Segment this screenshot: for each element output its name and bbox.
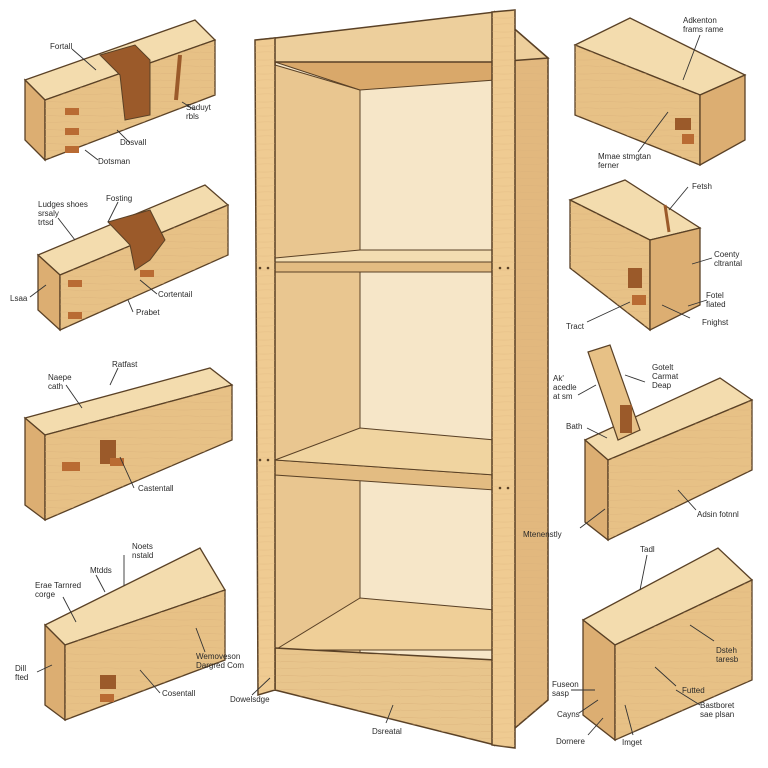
label-top-left-3: Dotsman [98,157,131,166]
label-mid-right-1-4: Tract [566,322,584,331]
label-bottom-left-1: Noets nstald [132,542,154,560]
joint-block-bottom-left [43,547,226,722]
shelf-left-inner-side [274,64,361,691]
label-top-right-1: Adkenton frams rame [683,16,724,34]
label-bottom-right-8: Imget [622,738,643,747]
joint-block-top-left [23,19,217,162]
label-bottom-right-4: Fuseon sasp [552,680,579,698]
label-bottom-left-3: Erae Tarnred corge [35,581,82,599]
joint-block-mid-right-2 [583,344,754,542]
joint-block-mid-left-2 [23,367,234,522]
bookshelf [254,9,550,749]
label-bottom-right-5: Cayns [557,710,580,719]
label-mid-left-1-5: Prabet [136,308,160,317]
joint-block-top-right [573,17,747,167]
label-bottom-left-4: Dill fted [15,664,29,682]
label-bottom-right-3: Futted [682,686,705,695]
label-bottom-left-5: Wemoveson Dargred Com [196,652,245,670]
label-mid-left-1-1: Ludges shoes srsaly trtsd [38,200,88,227]
label-bottom-left-2: Mtdds [90,566,112,575]
label-mid-right-1-1: Fetsh [692,182,713,191]
leader-lines [29,34,715,736]
label-mid-right-2-2: Ak' acedle at sm [553,374,577,401]
label-shelf-bottom-center: Dsreatal [372,727,402,736]
joint-block-mid-left-1 [36,184,230,332]
label-mid-right-2-5: Adsin fotnnl [697,510,739,519]
label-bottom-left-6: Cosentall [162,689,196,698]
label-shelf-bottom-left: Dowelsdge [230,695,270,704]
label-bottom-right-1: Tadl [640,545,655,554]
label-mid-right-2-3: Bath [566,422,583,431]
label-mid-left-2-2: Naepe cath [48,373,72,391]
label-mid-left-1-3: Lsaa [10,294,28,303]
label-mid-right-1-2: Coenty cltrantal [714,250,743,268]
label-bottom-right-6: Dornere [556,737,585,746]
shelf-board-upper [274,261,496,273]
label-mid-right-1-5: Fnighst [702,318,729,327]
label-top-left-4: Saduyt rbls [186,103,211,121]
label-bottom-right-7: Bastboret sae plsan [700,701,735,719]
label-mid-left-2-3: Castentall [138,484,174,493]
label-mid-right-2-1: Gotelt Carmat Deap [652,363,679,390]
label-top-left-2: Dosvall [120,138,147,147]
label-mid-right-2-4: Mtenenstly [523,530,562,539]
label-top-left-1: Fortall [50,42,73,51]
label-mid-left-1-4: Cortentail [158,290,193,299]
label-top-right-2: Mmae stmgtan ferner [598,152,651,170]
label-mid-left-1-2: Fosting [106,194,133,203]
label-mid-left-2-1: Ratfast [112,360,138,369]
label-bottom-right-2: Dsteh taresb [716,646,739,664]
joint-block-mid-right-1 [568,179,702,332]
joint-block-bottom-right [581,547,754,742]
label-mid-right-1-3: Fotel fiated [706,291,726,309]
dowel-marks [258,266,510,490]
